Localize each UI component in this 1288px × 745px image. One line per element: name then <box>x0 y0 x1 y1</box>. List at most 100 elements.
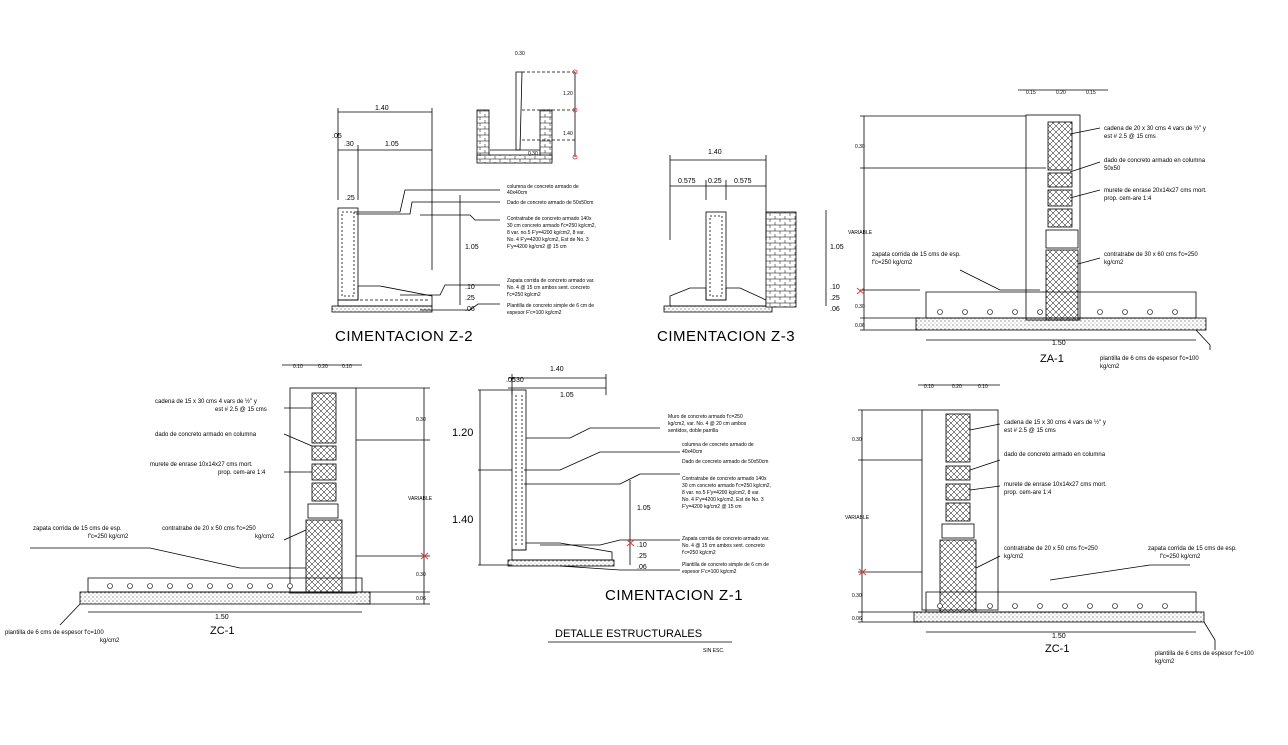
z2-note-contratrabe-4: No. 4 F'y=4200 kg/cm2, Est de No. 3 <box>507 237 589 243</box>
z2-note-contratrabe-5: F'y=4200 kg/cm2 @ 15 cm <box>507 244 567 250</box>
detail-zc1-left <box>30 364 430 626</box>
z1-dim-06: .06 <box>637 564 647 571</box>
z3-dim-25: .25 <box>830 295 840 302</box>
z1-dim-05: .05 <box>506 377 516 384</box>
small-dim-3: 1.40 <box>563 131 573 137</box>
z2-note-plantilla-2: espesor F'c=100 kg/cm2 <box>507 310 562 316</box>
z2-note-dado: Dado de concreto armado de 50x50cm <box>507 200 593 206</box>
zc1-right-note-contratrabe-2: kg/cm2 <box>1004 554 1024 560</box>
zc1-left-dim-top3: 0.10 <box>342 364 352 370</box>
z1-note-muro-2: kg/cm2, var. No. 4 @ 20 cm ambos <box>668 421 747 427</box>
z1-note-plantilla-2: espesor F'c=100 kg/cm2 <box>682 569 737 575</box>
z2-dimension-labels: 1.40 .05 .30 1.05 .25 1.05 .10 .25 .06 <box>332 105 479 313</box>
zc1-right-dim-top3: 0.10 <box>978 384 988 390</box>
zc1-right-note-plantilla-2: kg/cm2 <box>1155 659 1175 665</box>
z2-dim-10: .10 <box>465 284 475 291</box>
z1-dim-25: .25 <box>637 553 647 560</box>
z1-note-contratrabe-3: 8 var. no.5 F'y=4200 kg/cm2, 8 var. <box>682 490 760 496</box>
z3-dim-105: 1.05 <box>830 244 844 251</box>
zc1-left-dim-006: 0.06 <box>416 596 426 602</box>
za1-dim-150: 1.50 <box>1052 340 1066 347</box>
detail-zc1-right <box>858 384 1216 650</box>
z1-note-contratrabe-5: F'y=4200 kg/cm2 @ 15 cm <box>682 504 742 510</box>
z1-notes: Muro de concreto armado f'c=250 kg/cm2, … <box>668 414 771 575</box>
z1-dim-10: .10 <box>637 542 647 549</box>
zc1-left-note-plantilla: plantilla de 6 cms de espesor f'c=100 <box>5 630 104 636</box>
za1-note-dado: dado de concreto armado en columna <box>1104 158 1206 164</box>
z1-note-contratrabe-2: 30 cm concreto armado f'c=250 kg/cm2, <box>682 483 771 489</box>
z2-note-column-size: 40x40cm <box>507 190 527 196</box>
small-dim-1: 0.30 <box>515 51 525 57</box>
z2-dim-105-vertical: 1.05 <box>465 244 479 251</box>
zc1-right-dim-030b: 0.30 <box>852 593 862 599</box>
zc1-left-dims: 0.10 0.20 0.10 0.30 VARIABLE 0.30 0.06 <box>293 364 433 602</box>
zc1-left-dim-variable: VARIABLE <box>408 496 433 502</box>
title-cimentacion-z3: CIMENTACION Z-3 <box>657 328 795 345</box>
za1-dim-top1: 0.15 <box>1026 90 1036 96</box>
z2-dim-06: .06 <box>465 306 475 313</box>
zc1-left-note-murete-2: prop. cem-are 1:4 <box>218 470 266 476</box>
z1-note-columna-2: 40x40cm <box>682 449 702 455</box>
za1-notes: cadena de 20 x 30 cms 4 vars de ½" y est… <box>872 125 1207 370</box>
detail-za1 <box>860 89 1211 350</box>
zc1-right-dim-030: 0.30 <box>852 437 862 443</box>
title-za1: ZA-1 <box>1040 353 1064 365</box>
title-zc1-left: ZC-1 <box>210 625 234 637</box>
zc1-right-note-murete-2: prop. cem-are 1:4 <box>1004 490 1052 496</box>
small-dim-4: 0.30 <box>528 151 538 157</box>
za1-note-plantilla-2: kg/cm2 <box>1100 364 1120 370</box>
z1-dimension-labels: 1.40 .05 .30 1.05 1.05 .10 .25 .06 <box>506 366 651 571</box>
za1-dims: 0.15 0.20 0.15 0.30 VARIABLE 0.30 0.06 <box>848 90 1096 329</box>
za1-note-cadena-2: est # 2.5 @ 15 cms <box>1104 134 1156 140</box>
za1-note-plantilla: plantilla de 6 cms de espesor f'c=100 <box>1100 356 1199 362</box>
z1-dim-140-vertical: 1.40 <box>452 514 473 526</box>
title-zc1-right: ZC-1 <box>1045 643 1069 655</box>
zc1-left-dim-150: 1.50 <box>215 614 229 621</box>
small-dim-2: 1.20 <box>563 91 573 97</box>
z2-note-column: columna de concreto armado de <box>507 184 579 190</box>
za1-dim-030b: 0.30 <box>855 304 865 310</box>
z1-note-muro: Muro de concreto armado f'c=250 <box>668 414 743 420</box>
zc1-left-dim-top1: 0.10 <box>293 364 303 370</box>
zc1-left-note-contratrabe-2: kg/cm2 <box>255 534 275 540</box>
z2-dim-30: .30 <box>344 141 354 148</box>
z1-dim-140: 1.40 <box>550 366 564 373</box>
scale-note: SIN ESC. <box>703 648 724 654</box>
red-level-markers <box>420 287 867 576</box>
zc1-right-dim-top2: 0.20 <box>952 384 962 390</box>
z2-note-contratrabe-2: 30 cm concreto armado f'c=250 kg/cm2, <box>507 223 596 229</box>
zc1-left-dim-030: 0.30 <box>416 417 426 423</box>
zc1-left-note-zapata-2: f'c=250 kg/cm2 <box>88 534 129 540</box>
za1-note-contratrabe-2: kg/cm2 <box>1104 260 1124 266</box>
za1-dim-006: 0.06 <box>855 323 865 329</box>
zc1-right-note-murete: murete de enrase 10x14x27 cms mort. <box>1004 482 1107 488</box>
z2-dim-25b: .25 <box>465 295 475 302</box>
z1-note-columna: columna de concreto armado de <box>682 442 754 448</box>
zc1-right-note-zapata: zapata corrida de 15 cms de esp. <box>1148 546 1237 552</box>
zc1-right-dims: 0.10 0.20 0.10 0.30 VARIABLE 0.30 0.06 <box>845 384 988 622</box>
z2-dim-05: .05 <box>332 133 342 140</box>
z2-dim-140: 1.40 <box>375 105 389 112</box>
zc1-left-note-dado: dado de concreto armado en columna <box>155 432 257 438</box>
zc1-left-note-contratrabe: contratrabe de 20 x 50 cms f'c=250 <box>162 526 256 532</box>
zc1-right-note-zapata-2: f'c=250 kg/cm2 <box>1160 554 1201 560</box>
detail-cimentacion-z3 <box>663 155 827 313</box>
z2-note-zapata-2: No. 4 @ 15 cm ambos sent. concreto <box>507 285 590 291</box>
z1-dim-30: .30 <box>514 377 524 384</box>
za1-note-cadena: cadena de 20 x 30 cms 4 vars de ½" y <box>1104 125 1206 132</box>
zc1-left-dim-top2: 0.20 <box>318 364 328 370</box>
za1-dim-variable: VARIABLE <box>848 230 873 236</box>
zc1-left-note-plantilla-2: kg/cm2 <box>100 638 120 644</box>
za1-dim-030: 0.30 <box>855 144 865 150</box>
zc1-left-note-cadena: cadena de 15 x 30 cms 4 vars de ½" y <box>155 398 257 405</box>
zc1-right-note-cadena-2: est # 2.5 @ 15 cms <box>1004 428 1056 434</box>
zc1-right-dim-006: 0.06 <box>852 616 862 622</box>
z1-note-zapata-2: No. 4 @ 15 cm ambos sent. concreto <box>682 543 765 549</box>
title-cimentacion-z2: CIMENTACION Z-2 <box>335 328 473 345</box>
z2-dim-25: .25 <box>345 195 355 202</box>
z3-dim-140: 1.40 <box>708 149 722 156</box>
z3-dim-25: 0.25 <box>708 178 722 185</box>
z3-dim-10: .10 <box>830 284 840 291</box>
title-detalle-estructurales: DETALLE ESTRUCTURALES <box>555 628 702 640</box>
detail-cimentacion-z2 <box>331 108 500 313</box>
